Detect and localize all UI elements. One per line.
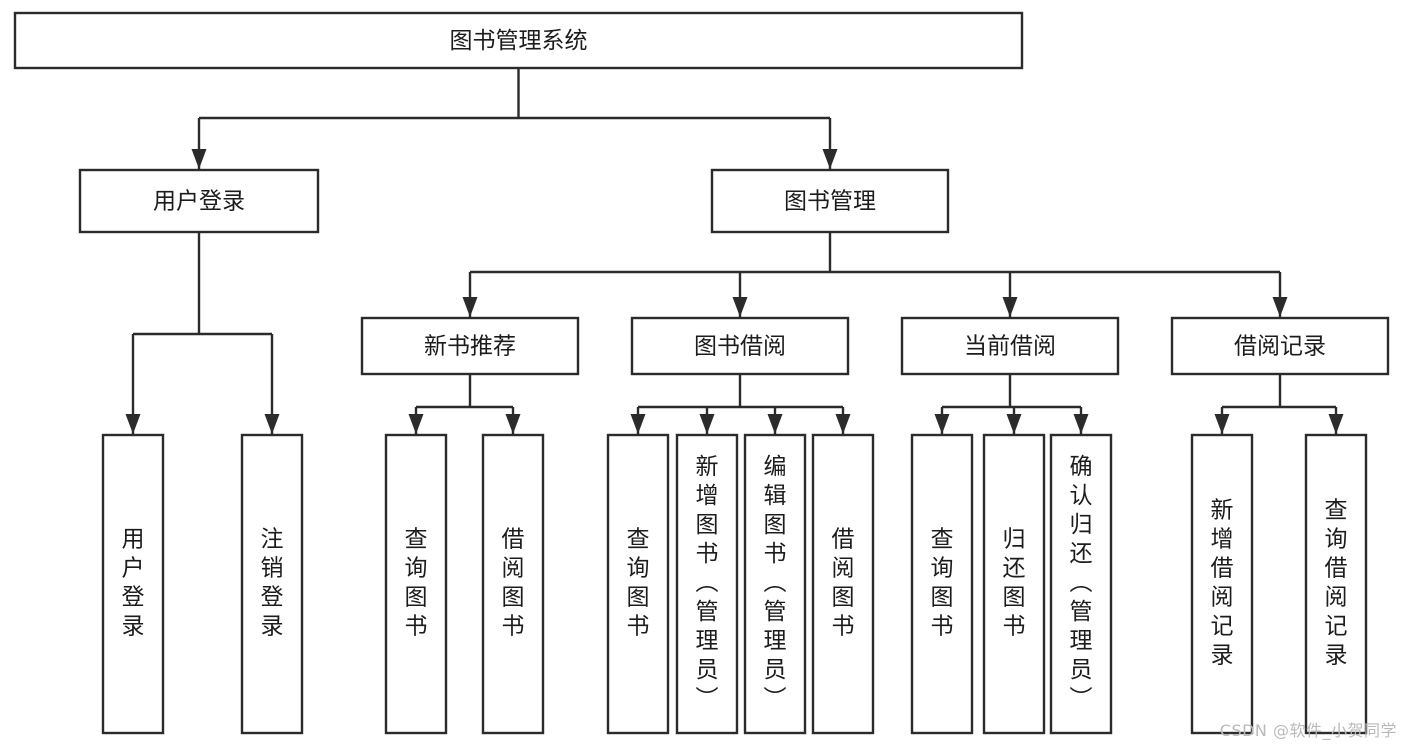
node-label: 查询图书 [627, 527, 650, 640]
node-box [710, 168, 950, 234]
arrow-head-icon [934, 414, 950, 434]
arrow-head-icon [1006, 414, 1022, 434]
arrow-head-icon [1002, 297, 1018, 317]
node-user-login[interactable]: 用户登录 [78, 168, 320, 234]
arrow-head-icon [462, 297, 478, 317]
node-label: 图书管理系统 [450, 28, 588, 54]
node-box [811, 433, 875, 735]
arrow-head-icon [835, 414, 851, 434]
arrow-head-icon [264, 414, 280, 434]
node-label: 借阅记录 [1234, 334, 1326, 360]
node-label: 新书推荐 [424, 334, 516, 360]
node-box [13, 11, 1024, 70]
arrow-head-icon [505, 414, 521, 434]
node-box [1049, 433, 1113, 735]
node-box [982, 433, 1046, 735]
node-box [384, 433, 448, 735]
node-box [910, 433, 974, 735]
arrow-head-icon [732, 297, 748, 317]
node-box [101, 433, 165, 735]
node-borrow-add-book[interactable]: 新增图书︵管理员︶ [675, 433, 739, 735]
node-box [1304, 433, 1368, 735]
node-borrow-edit-book[interactable]: 编辑图书︵管理员︶ [743, 433, 807, 735]
node-box [630, 316, 850, 376]
node-recommend-borrow-book[interactable]: 借阅图书 [481, 433, 545, 735]
arrow-head-icon [191, 149, 207, 169]
arrow-head-icon [630, 414, 646, 434]
node-box [1190, 433, 1254, 735]
node-box [743, 433, 807, 735]
node-user-login-do[interactable]: 用户登录 [101, 433, 165, 735]
node-new-book-recommend[interactable]: 新书推荐 [360, 316, 580, 376]
arrow-head-icon [1214, 414, 1230, 434]
node-current-borrow[interactable]: 当前借阅 [900, 316, 1120, 376]
arrow-head-icon [408, 414, 424, 434]
node-current-confirm-return[interactable]: 确认归还︵管理员︶ [1049, 433, 1113, 735]
node-label: 归还图书 [1003, 527, 1026, 640]
node-label: 图书借阅 [694, 334, 786, 360]
node-label: 当前借阅 [964, 334, 1056, 360]
node-book-borrow[interactable]: 图书借阅 [630, 316, 850, 376]
node-box [675, 433, 739, 735]
node-user-logout[interactable]: 注销登录 [240, 433, 304, 735]
node-borrow-borrow-book[interactable]: 借阅图书 [811, 433, 875, 735]
node-label: 查询借阅记录 [1325, 498, 1348, 669]
node-borrow-query-book[interactable]: 查询图书 [606, 433, 670, 735]
node-layer: 图书管理系统用户登录用户登录注销登录图书管理新书推荐查询图书借阅图书图书借阅查询… [13, 11, 1390, 735]
node-label: 新增图书︵管理员︶ [696, 454, 719, 712]
node-label: 用户登录 [153, 189, 245, 215]
node-label: 借阅图书 [502, 527, 525, 640]
node-book-manage[interactable]: 图书管理 [710, 168, 950, 234]
node-recommend-query-book[interactable]: 查询图书 [384, 433, 448, 735]
node-label: 新增借阅记录 [1211, 498, 1234, 669]
arrow-head-icon [699, 414, 715, 434]
node-label: 查询图书 [931, 527, 954, 640]
node-root[interactable]: 图书管理系统 [13, 11, 1024, 70]
node-box [240, 433, 304, 735]
node-label: 编辑图书︵管理员︶ [764, 454, 787, 712]
node-label: 用户登录 [122, 527, 145, 640]
node-box [900, 316, 1120, 376]
watermark-text: CSDN @软件_小贺同学 [1219, 721, 1397, 740]
node-box [78, 168, 320, 234]
node-box [360, 316, 580, 376]
arrow-head-icon [1328, 414, 1344, 434]
arrow-head-icon [1272, 297, 1288, 317]
node-current-query-book[interactable]: 查询图书 [910, 433, 974, 735]
arrow-head-icon [767, 414, 783, 434]
node-box [1170, 316, 1390, 376]
node-box [606, 433, 670, 735]
node-borrow-record[interactable]: 借阅记录 [1170, 316, 1390, 376]
connector-layer [125, 68, 1344, 434]
node-label: 查询图书 [405, 527, 428, 640]
node-record-query[interactable]: 查询借阅记录 [1304, 433, 1368, 735]
arrow-head-icon [822, 149, 838, 169]
node-record-add[interactable]: 新增借阅记录 [1190, 433, 1254, 735]
arrow-head-icon [1073, 414, 1089, 434]
node-box [481, 433, 545, 735]
node-label: 确认归还︵管理员︶ [1070, 454, 1093, 712]
node-label: 图书管理 [784, 189, 876, 215]
node-label: 注销登录 [261, 527, 284, 640]
node-current-return-book[interactable]: 归还图书 [982, 433, 1046, 735]
node-label: 借阅图书 [832, 527, 855, 640]
arrow-head-icon [125, 414, 141, 434]
